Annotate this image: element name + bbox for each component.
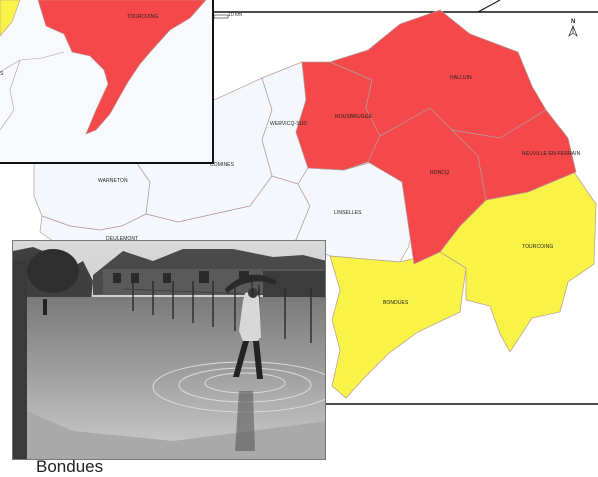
commune-shape-neuville xyxy=(450,109,577,201)
inset-border-line xyxy=(0,51,65,73)
map-frame-diagonal xyxy=(477,0,501,13)
commune-label-comines: COMINES xyxy=(210,162,235,168)
flood-photo xyxy=(12,240,326,460)
commune-label-neuville: NEUVILLE-EN-FERRAIN xyxy=(522,151,581,157)
commune-label-halluin: HALLUIN xyxy=(450,75,472,81)
inset-border-line-2 xyxy=(0,59,21,131)
commune-label-roncq: RONCQ xyxy=(430,170,449,176)
commune-label-deulemont: DEULEMONT xyxy=(106,236,138,242)
inset-red-area xyxy=(37,0,207,135)
commune-shape-roncq xyxy=(367,107,487,265)
commune-label-wervicq: WERVICQ-SUD xyxy=(270,121,307,127)
commune-label-rousbrugge: ROUSBRUGGE xyxy=(335,114,373,120)
commune-label-tourcoing: TOURCOING xyxy=(522,244,553,250)
photo-caption: Bondues xyxy=(36,457,104,476)
scale-bar xyxy=(213,14,229,19)
north-arrow-icon xyxy=(568,25,578,38)
commune-label-bondues: BONDUES xyxy=(383,300,409,306)
commune-shape-bondues xyxy=(329,251,467,399)
commune-label-linselles: LINSELLES xyxy=(334,210,362,216)
commune-label-warneton: WARNETON xyxy=(98,178,128,184)
inset-yellow-area xyxy=(0,0,21,37)
inset-side-label: S xyxy=(0,71,4,77)
inset-map: TOURCOING S xyxy=(0,0,214,164)
north-label: N xyxy=(571,19,575,25)
inset-label-tourcoing: TOURCOING xyxy=(127,14,158,20)
scale-label: 10 km xyxy=(228,12,242,18)
